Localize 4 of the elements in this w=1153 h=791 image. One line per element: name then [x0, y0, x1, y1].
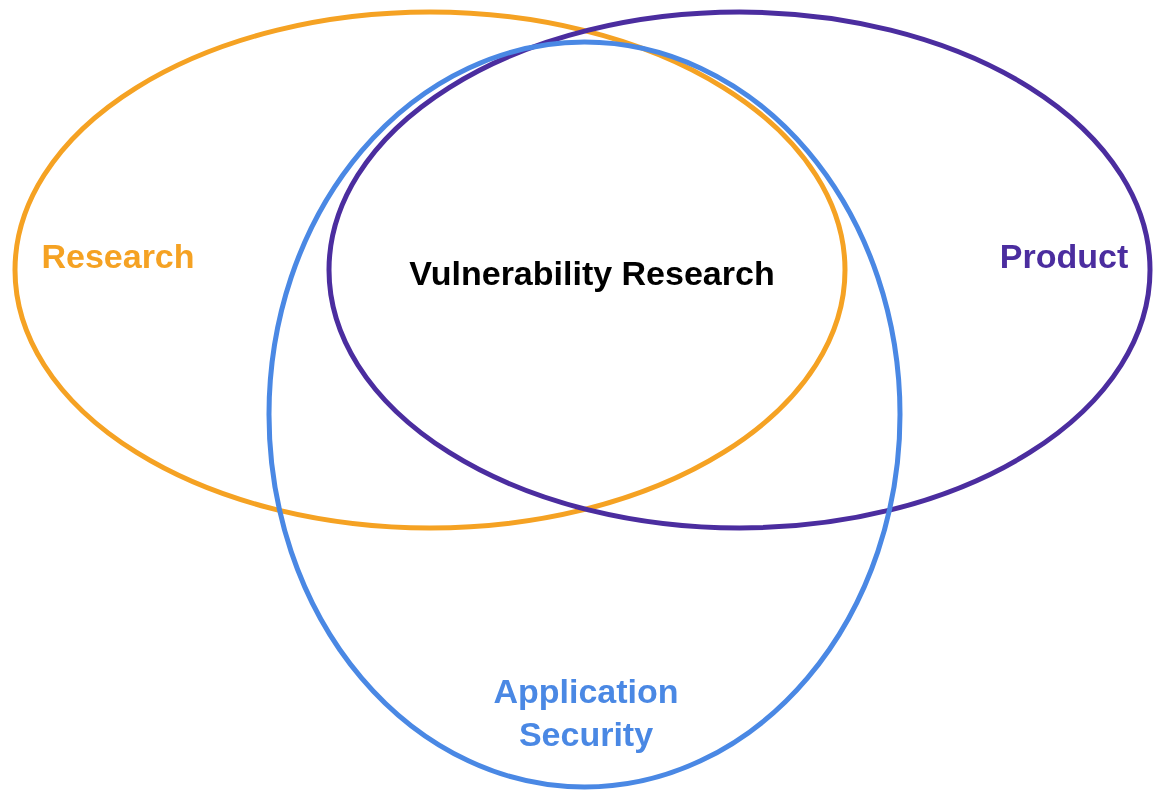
- set-label: Research: [40, 235, 196, 277]
- set-label: Product: [998, 235, 1130, 277]
- intersection-label: Vulnerability Research: [409, 253, 775, 293]
- set-label: Application Security: [492, 670, 680, 755]
